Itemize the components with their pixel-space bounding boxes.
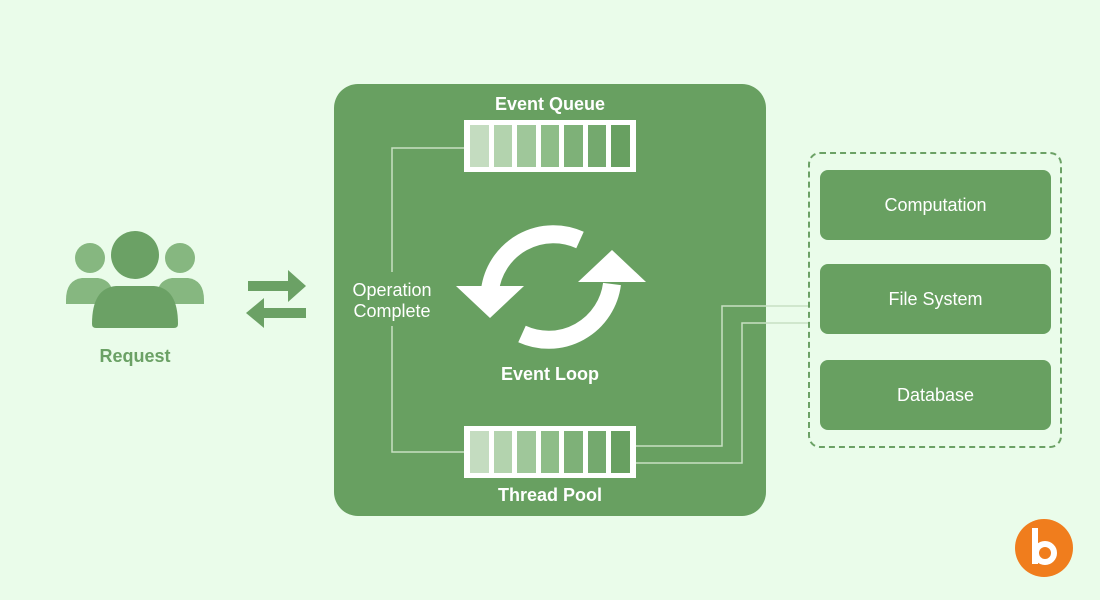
thread-pool-label: Thread Pool [497,485,602,505]
pool-cell [493,431,513,473]
event-queue-label: Event Queue [494,94,606,114]
operation-complete-label: Operation Complete [336,280,448,322]
operation-complete-line2: Complete [353,301,431,321]
queue-cell [587,125,607,167]
queue-cell [540,125,560,167]
queue-cell [611,125,631,167]
event-queue-bar [464,120,636,172]
pool-cell [540,431,560,473]
users-group-icon [66,231,204,328]
pool-cell [517,431,536,473]
request-label: Request [99,346,171,366]
refresh-cycle-icon [456,225,646,349]
database-worker: Database [820,360,1051,430]
operation-complete-line1: Operation [352,280,432,300]
pool-cell [587,431,607,473]
file-system-worker: File System [820,264,1051,334]
thread-pool-bar [464,426,636,478]
brand-b-logo-icon [1015,519,1073,577]
pool-cell [564,431,583,473]
queue-cell [564,125,583,167]
queue-cell [470,125,489,167]
pool-cell [611,431,631,473]
queue-cell [517,125,536,167]
workers-dashed-frame [808,152,1062,448]
queue-cell [493,125,513,167]
swap-arrows-icon [246,270,306,328]
computation-worker: Computation [820,170,1051,240]
pool-cell [470,431,489,473]
event-loop-label: Event Loop [501,364,599,384]
